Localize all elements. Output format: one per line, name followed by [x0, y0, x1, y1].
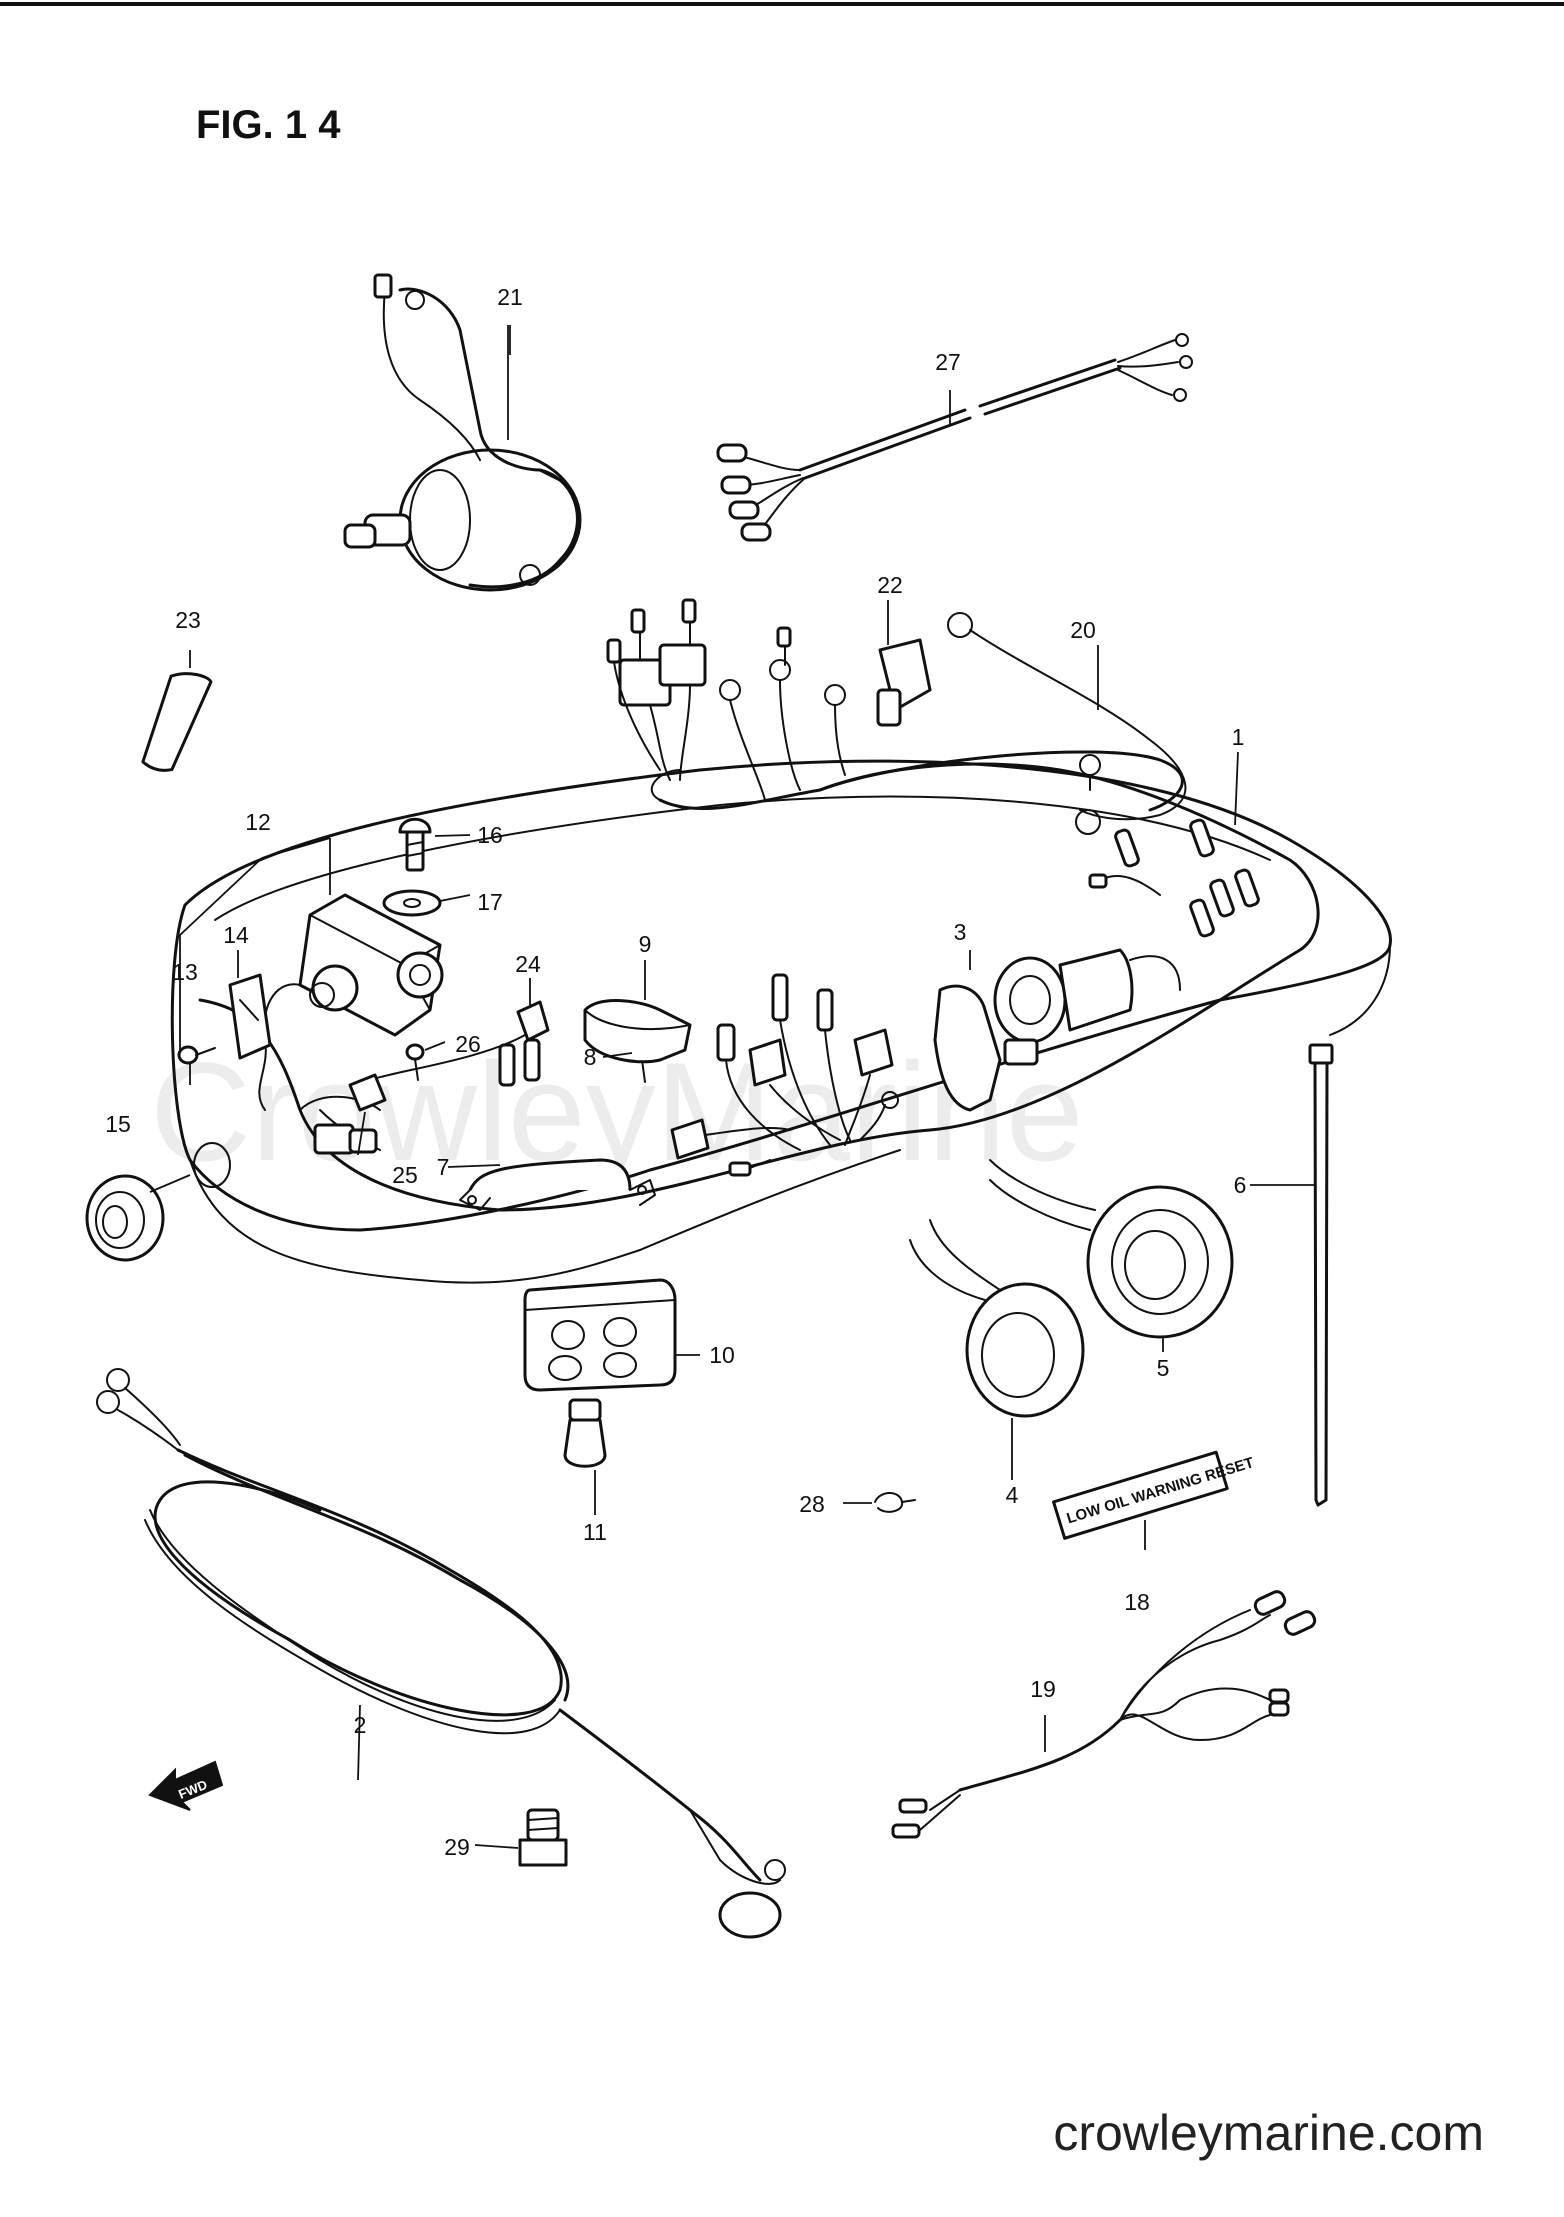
lead-wire-coil	[96, 1368, 786, 1939]
main-switch	[933, 948, 1181, 1112]
callout-9: 9	[639, 931, 652, 957]
callout-6: 6	[1234, 1172, 1247, 1198]
callout-13: 13	[172, 959, 198, 985]
grommet-15	[85, 1174, 165, 1262]
harness-breakout	[606, 598, 846, 801]
center-connectors	[670, 973, 899, 1177]
meter-4	[909, 1219, 1085, 1418]
inline-connectors-7	[498, 1038, 541, 1087]
callout-23: 23	[175, 607, 201, 633]
ground-lead	[947, 612, 1187, 835]
plug-11	[563, 1398, 607, 1468]
callout-29: 29	[444, 1834, 470, 1860]
callout-8: 8	[584, 1044, 597, 1070]
site-credit: crowleymarine.com	[1053, 2105, 1484, 2161]
oil-warning-label: LOW OIL WARNING RESET	[1052, 1450, 1256, 1540]
callout-19: 19	[1030, 1676, 1056, 1702]
harness-clip	[583, 999, 692, 1064]
callout-1: 1	[1232, 724, 1245, 750]
callout-28: 28	[799, 1491, 825, 1517]
callout-14: 14	[223, 922, 249, 948]
connector-22	[876, 638, 932, 727]
callout-21: 21	[497, 284, 523, 310]
callout-11: 11	[583, 1519, 607, 1545]
callout-18: 18	[1124, 1589, 1150, 1615]
screw-16	[398, 817, 432, 872]
callout-2: 2	[354, 1712, 367, 1738]
callout-17: 17	[477, 889, 503, 915]
fuse-holder	[228, 973, 272, 1060]
callout-3: 3	[954, 919, 967, 945]
callout-22: 22	[877, 572, 903, 598]
screw-26	[405, 1043, 425, 1081]
callout-10: 10	[709, 1342, 735, 1368]
main-wire-harness	[198, 750, 1320, 1212]
callout-12: 12	[245, 809, 271, 835]
figure-title: FIG. 1 4	[196, 103, 341, 147]
bolt-29	[518, 1808, 568, 1867]
starter-relay	[343, 273, 582, 592]
label-23	[141, 672, 213, 772]
clip-28	[874, 1492, 916, 1513]
callout-16: 16	[477, 822, 503, 848]
right-harness-connectors	[1079, 754, 1260, 938]
fwd-arrow: FWD	[148, 1760, 224, 1811]
washer-17	[382, 889, 442, 917]
connector-block-10	[523, 1278, 677, 1392]
harness-bracket	[459, 1158, 656, 1211]
extension-cable	[716, 333, 1193, 542]
callout-numbers: 1 2 3 4 5 6 7 8 9 10 11 12 13 14 15 16 1…	[105, 284, 1246, 1860]
callout-5: 5	[1157, 1355, 1170, 1381]
leader-lines	[149, 325, 1316, 1849]
callout-20: 20	[1070, 617, 1096, 643]
callout-7: 7	[437, 1154, 450, 1180]
callout-4: 4	[1006, 1482, 1019, 1508]
cable-tie	[1308, 1043, 1334, 1507]
screw-13	[177, 1045, 216, 1065]
rectifier-unit	[258, 893, 444, 1111]
callout-26: 26	[455, 1031, 481, 1057]
callout-25: 25	[392, 1162, 418, 1188]
callout-15: 15	[105, 1111, 131, 1137]
sub-harness-19	[891, 1590, 1317, 1839]
meter-5	[989, 1159, 1234, 1339]
callout-27: 27	[935, 349, 961, 375]
connector-plug-left	[313, 1123, 378, 1155]
connector-24	[369, 1000, 550, 1081]
callout-24: 24	[515, 951, 541, 977]
